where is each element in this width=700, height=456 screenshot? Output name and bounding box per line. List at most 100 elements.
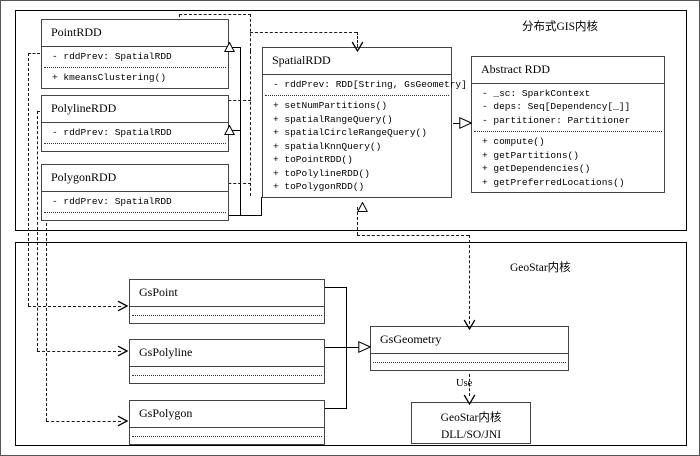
class-name-spatial-rdd: SpatialRDD	[272, 53, 331, 67]
native-kernel-line2: DLL/SO/JNI	[440, 428, 502, 441]
class-separator	[130, 426, 324, 428]
generalization-line-gspoint	[325, 287, 347, 288]
dependency-arrowhead-spatialrdd-top	[351, 41, 364, 53]
frame-geostar-kernel	[15, 242, 687, 446]
class-operation: + toPointRDD()	[273, 154, 353, 166]
class-box-abstract-rdd[interactable]: Abstract RDD - _sc: SparkContext - deps:…	[471, 56, 665, 194]
dependency-polygonrdd-gspolygon-v	[46, 193, 47, 421]
frame-title-geostar-kernel: GeoStar内核	[510, 262, 571, 274]
class-operation: + getDependencies()	[482, 163, 591, 175]
class-operations-polyline-rdd	[42, 144, 228, 151]
class-separator	[42, 45, 228, 47]
dependency-gsgeometry-native-v	[469, 374, 470, 396]
class-separator	[263, 73, 451, 75]
class-attributes-gs-point	[130, 307, 324, 314]
class-operation: + spatialRangeQuery()	[273, 113, 393, 125]
class-dotted-separator	[373, 361, 566, 363]
class-operation: + compute()	[482, 136, 545, 148]
class-name-polyline-rdd: PolylineRDD	[51, 101, 117, 115]
class-operations-abstract-rdd: + compute() + getPartitions() + getDepen…	[472, 132, 664, 192]
class-separator	[130, 305, 324, 307]
class-box-gs-polygon[interactable]: GsPolygon	[129, 400, 325, 445]
dependency-polylinerdd-gspolyline-h	[37, 351, 121, 352]
class-operations-spatial-rdd: + setNumPartitions() + spatialRangeQuery…	[263, 96, 451, 196]
class-operation: + toPolylineRDD()	[273, 167, 370, 179]
generalization-link-pointrdd	[229, 47, 241, 48]
generalization-spine-spatialrdd	[240, 47, 241, 215]
class-operation: + getPreferredLocations()	[482, 176, 625, 188]
dependency-pointrdd-spatialrdd-seg3	[250, 32, 357, 33]
dependency-arrowhead-gspolygon	[117, 415, 130, 427]
class-name-polygon-rdd: PolygonRDD	[51, 170, 117, 184]
class-operation: + getPartitions()	[482, 149, 579, 161]
dependency-spatialrdd-gsgeometry-seg1	[357, 207, 358, 235]
class-operations-polygon-rdd	[42, 213, 228, 220]
class-operations-gs-polygon	[130, 437, 324, 444]
class-attribute: - partitioner: Partitioner	[482, 114, 631, 126]
class-attributes-gs-polyline	[130, 367, 324, 374]
generalization-link-polygonrdd	[229, 215, 241, 216]
generalization-triangle-pointrdd	[224, 42, 235, 53]
dependency-arrowhead-gsgeometry-top	[463, 319, 476, 331]
class-attributes-spatial-rdd: - rddPrev: RDD[String, GsGeometry]	[263, 75, 467, 94]
class-box-spatial-rdd[interactable]: SpatialRDD - rddPrev: RDD[String, GsGeom…	[262, 47, 467, 198]
class-name-gs-geometry: GsGeometry	[380, 332, 442, 346]
class-dotted-separator	[132, 435, 322, 437]
dependency-pointrdd-spatialrdd-seg0	[179, 14, 180, 17]
class-box-gs-geometry[interactable]: GsGeometry	[370, 326, 569, 371]
class-attributes-gs-polygon	[130, 428, 324, 435]
class-box-gs-polyline[interactable]: GsPolyline	[129, 339, 325, 384]
edge-label-use: Use	[456, 378, 473, 389]
class-box-polyline-rdd[interactable]: PolylineRDD - rddPrev: SpatialRDD	[41, 95, 229, 153]
dependency-polylinerdd-gspolyline-v	[37, 111, 38, 351]
class-operation: + spatialKnnQuery()	[273, 140, 382, 152]
class-separator	[472, 82, 664, 84]
dependency-polygonrdd-gspolygon-h	[46, 421, 121, 422]
class-name-gs-polyline: GsPolyline	[139, 345, 193, 359]
class-name-gs-point: GsPoint	[139, 285, 178, 299]
class-operation: + toPolygonRDD()	[273, 181, 365, 193]
class-operation: + kmeansClustering()	[52, 72, 167, 84]
class-name-point-rdd: PointRDD	[51, 25, 102, 39]
class-separator	[42, 121, 228, 123]
frame-title-distributed-gis-kernel: 分布式GIS内核	[522, 21, 599, 33]
dependency-spine-left-rdds	[250, 51, 251, 196]
frame-distributed-gis-kernel	[15, 10, 687, 231]
generalization-triangle-polylinerdd	[224, 125, 235, 136]
dependency-pointrdd-gspoint-top	[28, 53, 40, 54]
class-attributes-abstract-rdd: - _sc: SparkContext - deps: Seq[Dependen…	[472, 84, 664, 130]
native-kernel-box[interactable]: GeoStar内核 DLL/SO/JNI	[411, 402, 531, 444]
class-box-polygon-rdd[interactable]: PolygonRDD - rddPrev: SpatialRDD	[41, 164, 229, 222]
class-operations-gs-geometry	[371, 363, 568, 370]
class-dotted-separator	[44, 212, 226, 214]
class-separator	[371, 352, 568, 354]
class-operations-point-rdd: + kmeansClustering()	[42, 68, 228, 87]
generalization-triangle-spatialrdd-bottom	[357, 202, 368, 213]
class-dotted-separator	[474, 131, 662, 133]
class-attribute: - rddPrev: RDD[String, GsGeometry]	[273, 78, 467, 90]
class-name-gs-polygon: GsPolygon	[139, 406, 193, 420]
class-box-gs-point[interactable]: GsPoint	[129, 279, 325, 324]
class-dotted-separator	[265, 95, 449, 97]
class-separator	[42, 190, 228, 192]
class-name-abstract-rdd: Abstract RDD	[481, 62, 550, 76]
class-attribute: - rddPrev: SpatialRDD	[52, 50, 172, 62]
class-dotted-separator	[44, 143, 226, 145]
dependency-pointrdd-spatialrdd-seg4	[357, 32, 358, 47]
class-attribute: - _sc: SparkContext	[482, 87, 591, 99]
class-dotted-separator	[132, 314, 322, 316]
class-attribute: - rddPrev: SpatialRDD	[52, 195, 172, 207]
dependency-arrowhead-native	[463, 394, 476, 406]
generalization-triangle-gsgeometry	[358, 341, 371, 353]
dependency-spatialrdd-gsgeometry-seg3	[469, 235, 470, 324]
class-box-point-rdd[interactable]: PointRDD - rddPrev: SpatialRDD + kmeansC…	[41, 19, 229, 89]
class-operations-gs-point	[130, 316, 324, 323]
dependency-arrowhead-gspolyline	[117, 345, 130, 357]
dependency-pointrdd-gspoint-h	[28, 306, 121, 307]
class-separator	[130, 365, 324, 367]
class-attributes-gs-geometry	[371, 354, 568, 361]
dependency-pointrdd-spatialrdd-seg2	[179, 14, 251, 15]
class-attributes-polyline-rdd: - rddPrev: SpatialRDD	[42, 123, 228, 142]
generalization-run-to-spatialrdd	[240, 215, 262, 216]
